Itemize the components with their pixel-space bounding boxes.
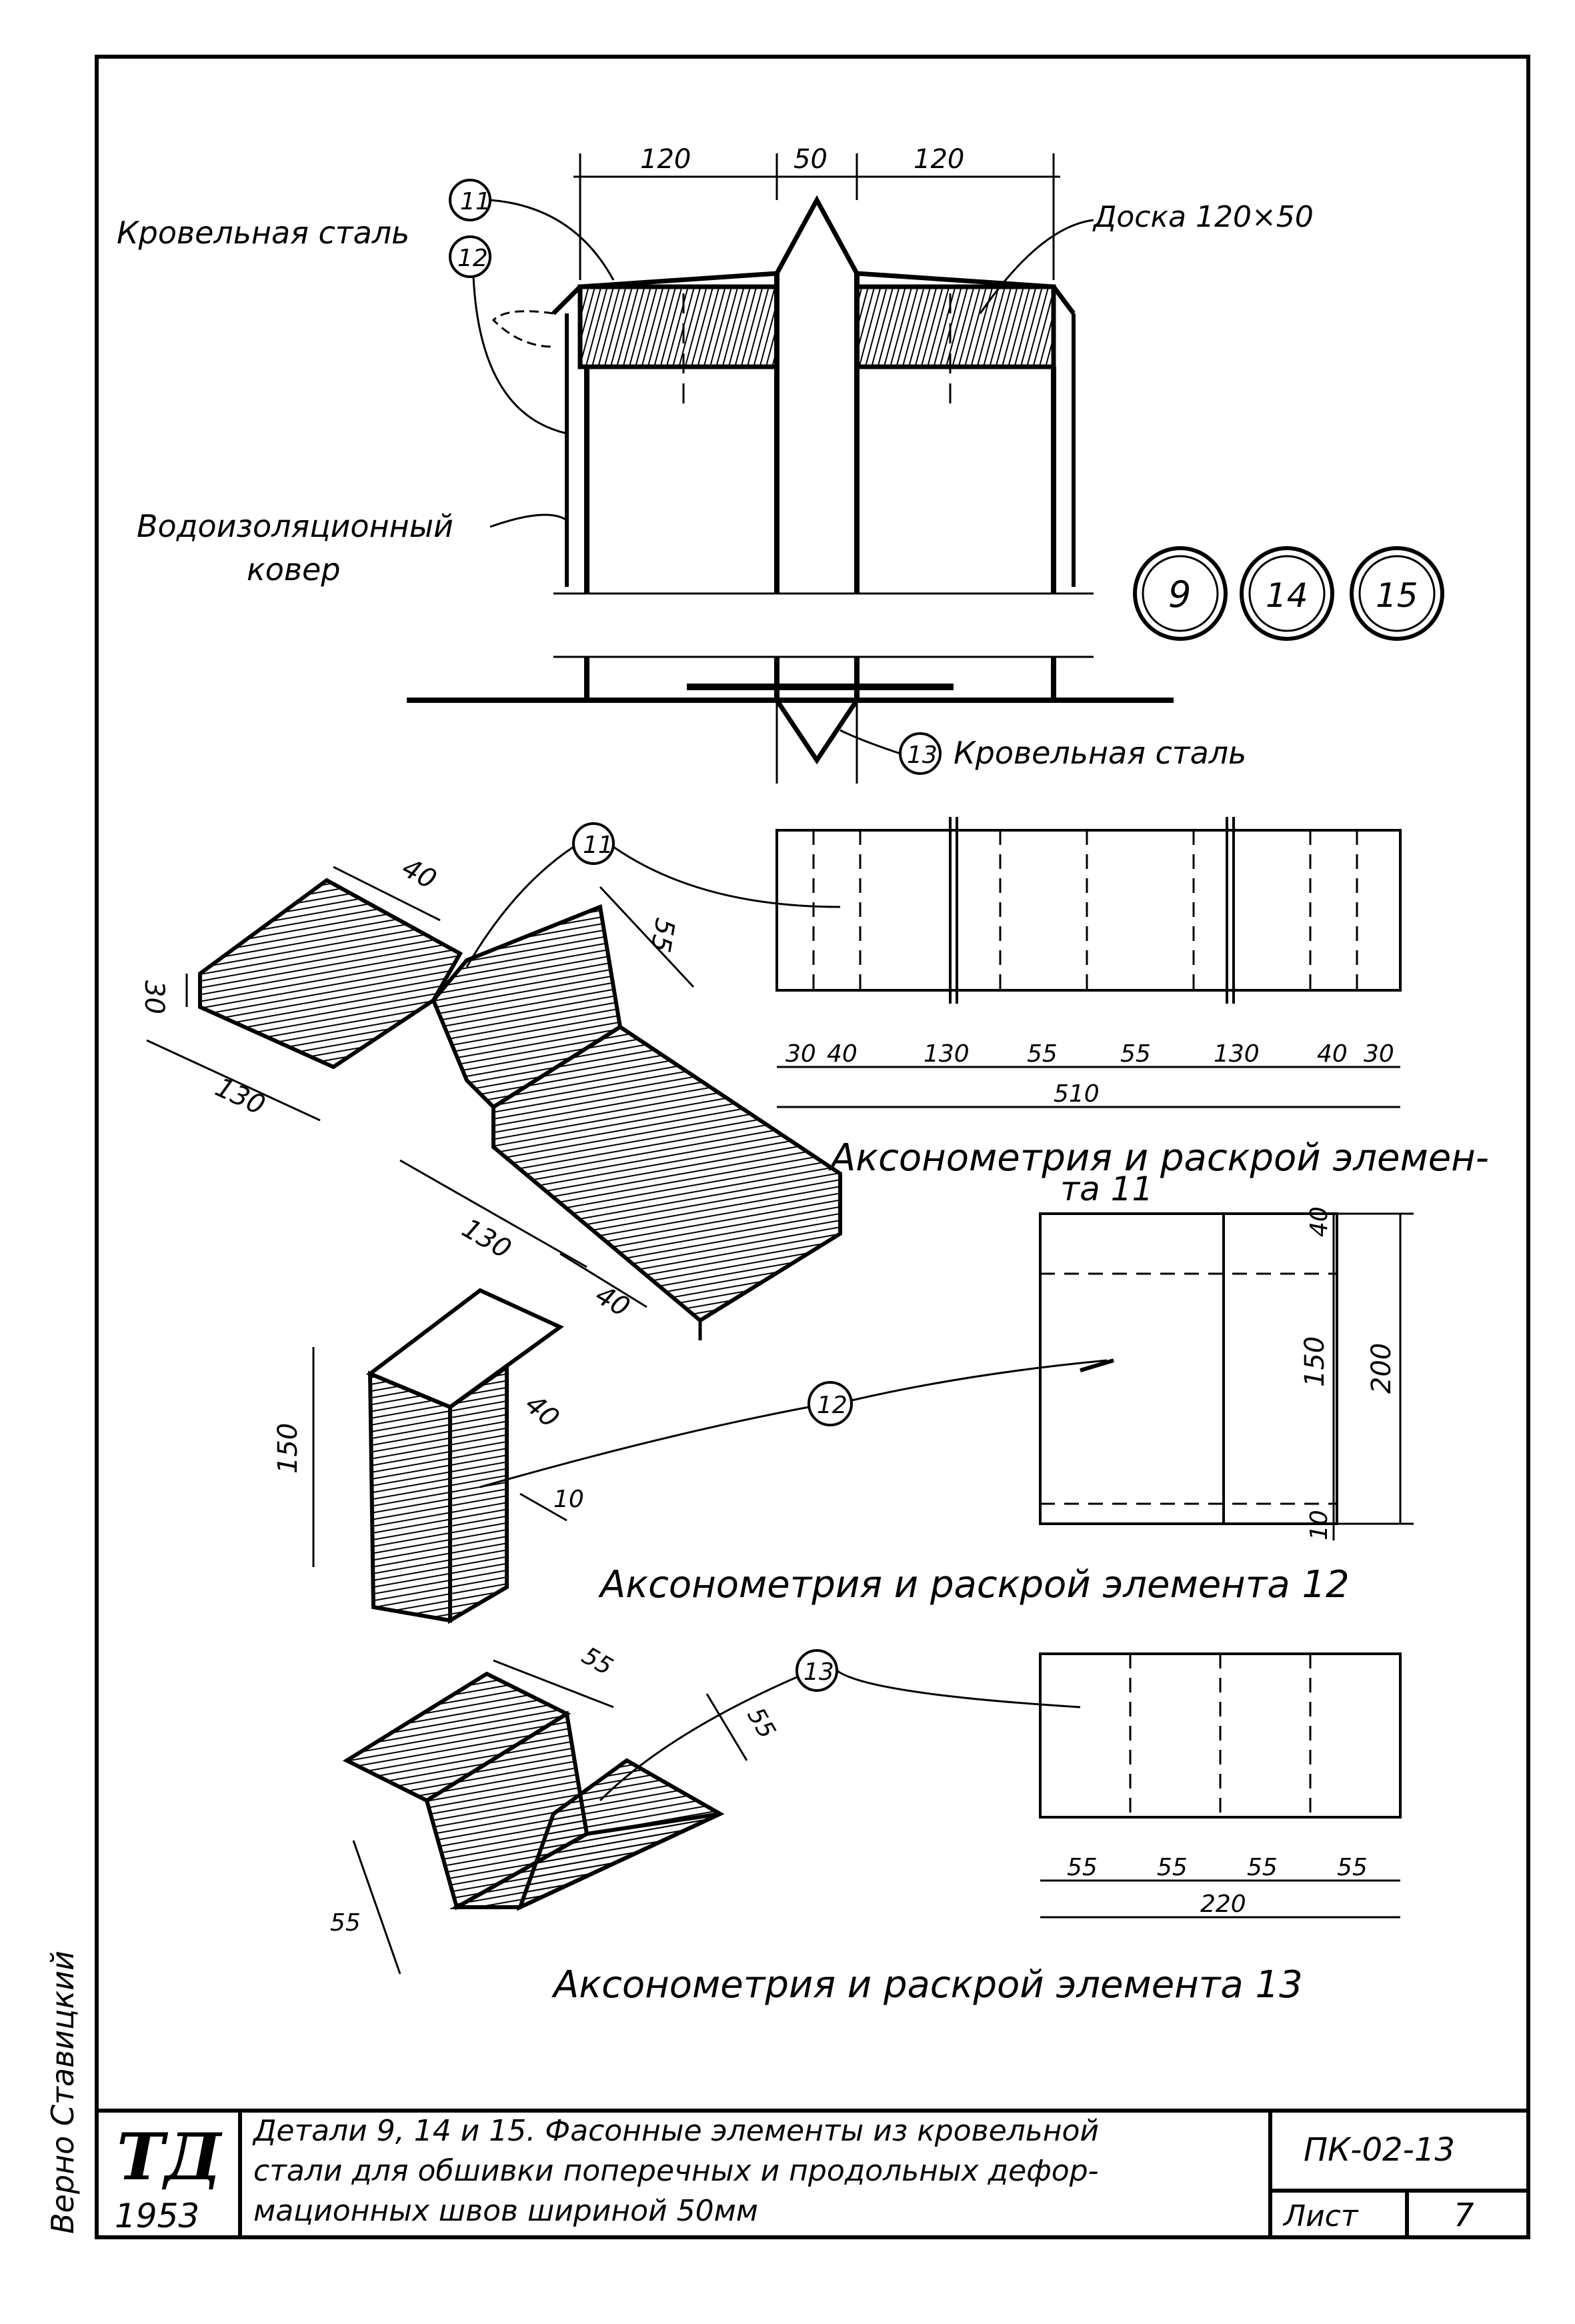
elem13-cut-dim-1: 55 [1067, 1854, 1098, 1881]
elem12-cut [1039, 1212, 1338, 1525]
title-line-3: мационных швов шириной 50мм [253, 2194, 758, 2228]
board-left [577, 284, 779, 369]
label-roof-steel: Кровельная сталь [117, 215, 409, 251]
elem11-axo-dim-40a: 40 [397, 852, 441, 896]
callout-11 [572, 822, 615, 865]
callout-11-text: 11 [583, 832, 613, 859]
sheet-frame [95, 55, 1530, 2239]
drawing-code: ПК-02-13 [1304, 2131, 1455, 2169]
elem11-cut [775, 829, 1402, 992]
element-11: 130 40 30 55 130 40 11 30 [139, 817, 1489, 1340]
elem12-axo-dim-10: 10 [553, 1486, 584, 1513]
elem11-axo-dim-30: 30 [139, 980, 169, 1014]
elem13-cut-dim-2: 55 [1157, 1854, 1188, 1881]
elem11-cut-dim-5: 55 [1120, 1040, 1151, 1068]
callout-12-text: 12 [817, 1392, 848, 1419]
callout-12-top-text: 12 [457, 245, 488, 272]
label-waterproof-1: Водоизоляционный [137, 508, 453, 544]
title-line-1: Детали 9, 14 и 15. Фасонные элементы из … [252, 2114, 1099, 2148]
elem13-axo-dim-55a: 55 [577, 1642, 617, 1680]
callout-12 [808, 1381, 853, 1426]
element-13: 55 55 55 13 55 55 55 55 220 Аксонометрия… [330, 1642, 1402, 2007]
detail-circles: 9 14 15 [1133, 546, 1444, 641]
elem11-cut-dim-8: 30 [1364, 1040, 1394, 1068]
elem11-caption-2: та 11 [1060, 1170, 1153, 1208]
elem11-cut-total: 510 [1054, 1080, 1100, 1108]
elem13-cut-dim-4: 55 [1337, 1854, 1368, 1881]
elem13-axo-dim-55b: 55 [741, 1703, 780, 1743]
elem11-axo-dim-130a: 130 [211, 1072, 270, 1121]
elem11-axo-dim-55: 55 [644, 916, 680, 954]
logo: ТД [117, 2119, 223, 2195]
detail-9: 9 [1168, 573, 1191, 616]
elem13-axo-dim-55c: 55 [330, 1909, 361, 1937]
elem11-cut-dim-6: 130 [1214, 1040, 1260, 1068]
detail-14: 14 [1266, 576, 1308, 615]
elem12-axo-dim-40: 40 [519, 1388, 565, 1434]
elem11-cut-dim-3: 130 [924, 1040, 970, 1068]
verified-note: Верно Ставицкий [45, 1951, 81, 2234]
callout-11-top-text: 11 [460, 188, 491, 215]
elem11-caption-1: Аксонометрия и раскрой элемен- [828, 1136, 1489, 1180]
callout-13-top-text: 13 [907, 742, 938, 769]
board-right [854, 284, 1056, 369]
sheet-label: Лист [1282, 2199, 1359, 2233]
elem11-cut-dim-4: 55 [1027, 1040, 1058, 1068]
dim-120-right: 120 [914, 144, 964, 175]
label-roof-steel-13: Кровельная сталь [954, 735, 1246, 771]
elem12-axo-dim-150: 150 [273, 1423, 303, 1474]
callout-13-text: 13 [804, 1658, 834, 1686]
dim-50: 50 [794, 144, 828, 175]
label-waterproof-2: ковер [247, 551, 341, 588]
elem11-axo-dim-40b: 40 [590, 1280, 635, 1323]
year: 1953 [115, 2197, 199, 2235]
elem12-cut-dim-40: 40 [1306, 1206, 1333, 1237]
joint-section: 120 50 120 Кровельная сталь [117, 144, 1444, 784]
elem13-cut-total: 220 [1200, 1891, 1246, 1918]
detail-15: 15 [1376, 576, 1418, 615]
title-line-2: стали для обшивки поперечных и продольны… [253, 2154, 1099, 2188]
elem13-cut-dim-3: 55 [1247, 1854, 1278, 1881]
elem11-cut-dim-1: 30 [785, 1040, 816, 1068]
sheet-number: 7 [1454, 2197, 1474, 2234]
elem13-caption: Аксонометрия и раскрой элемента 13 [551, 1963, 1303, 2007]
title-block: ТД 1953 Детали 9, 14 и 15. Фасонные элем… [97, 2109, 1528, 2237]
elem12-cut-total: 200 [1366, 1343, 1397, 1394]
callout-12-top [449, 235, 491, 278]
label-board: Доска 120×50 [1092, 200, 1314, 234]
elem11-cut-dim-2: 40 [827, 1040, 858, 1068]
elem12-cut-dim-10: 10 [1306, 1510, 1333, 1540]
elem11-cut-dim-7: 40 [1317, 1040, 1348, 1068]
elem12-caption: Аксонометрия и раскрой элемента 12 [598, 1563, 1350, 1606]
elem12-cut-dim-150: 150 [1300, 1336, 1330, 1387]
dim-120-left: 120 [640, 144, 691, 175]
elem11-axo-top-left [198, 878, 463, 1070]
element-12: 150 40 10 12 40 150 10 200 Аксонометрия … [273, 1206, 1414, 1624]
